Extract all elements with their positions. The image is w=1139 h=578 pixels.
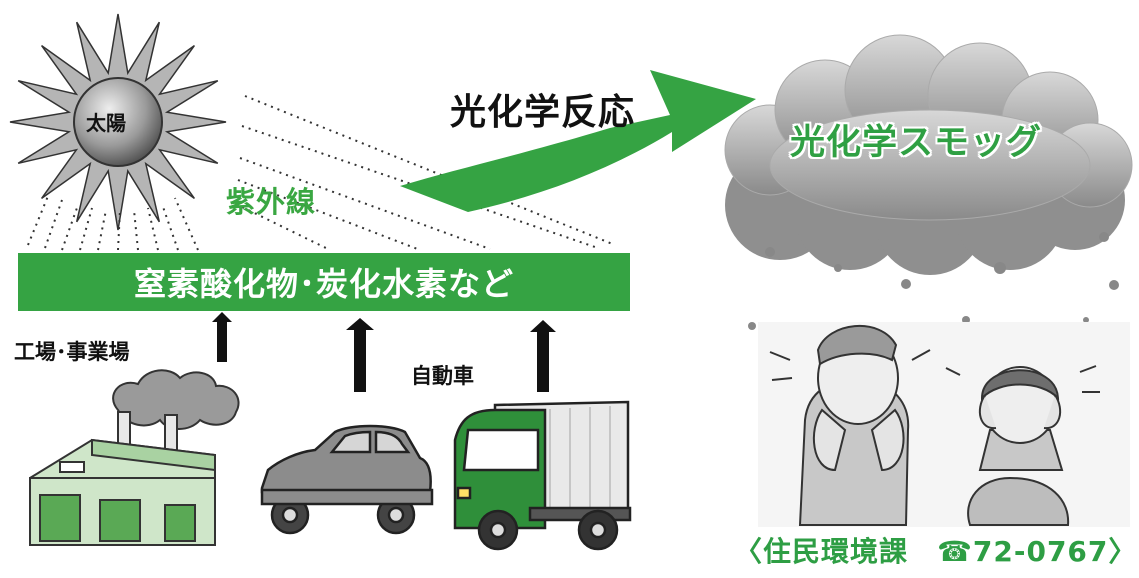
- ultraviolet-label: 紫外線: [226, 185, 317, 219]
- reaction-arrow: [400, 70, 756, 212]
- factory-label: 工場･事業場: [14, 340, 130, 364]
- photochemical-reaction-label: 光化学反応: [450, 92, 636, 133]
- sun-label: 太陽: [86, 111, 126, 135]
- smog-cloud-icon: [724, 34, 1133, 275]
- emission-arrows: [212, 312, 556, 392]
- contact-label: 〈住民環境課 ☎72-0767〉: [734, 535, 1138, 568]
- pollutants-label: 窒素酸化物･炭化水素など: [133, 265, 514, 303]
- truck-icon: [453, 400, 632, 551]
- photochemical-smog-label: 光化学スモッグ: [790, 123, 1043, 163]
- sun-icon: [9, 13, 227, 231]
- pollutants-banner: 窒素酸化物･炭化水素など: [18, 253, 630, 311]
- car-icon: [260, 424, 434, 535]
- suffering-people-icon: [758, 322, 1130, 527]
- smog-particles: [748, 232, 1119, 332]
- factory-icon: [29, 369, 240, 546]
- uv-rays: [27, 95, 616, 251]
- car-label: 自動車: [411, 364, 474, 388]
